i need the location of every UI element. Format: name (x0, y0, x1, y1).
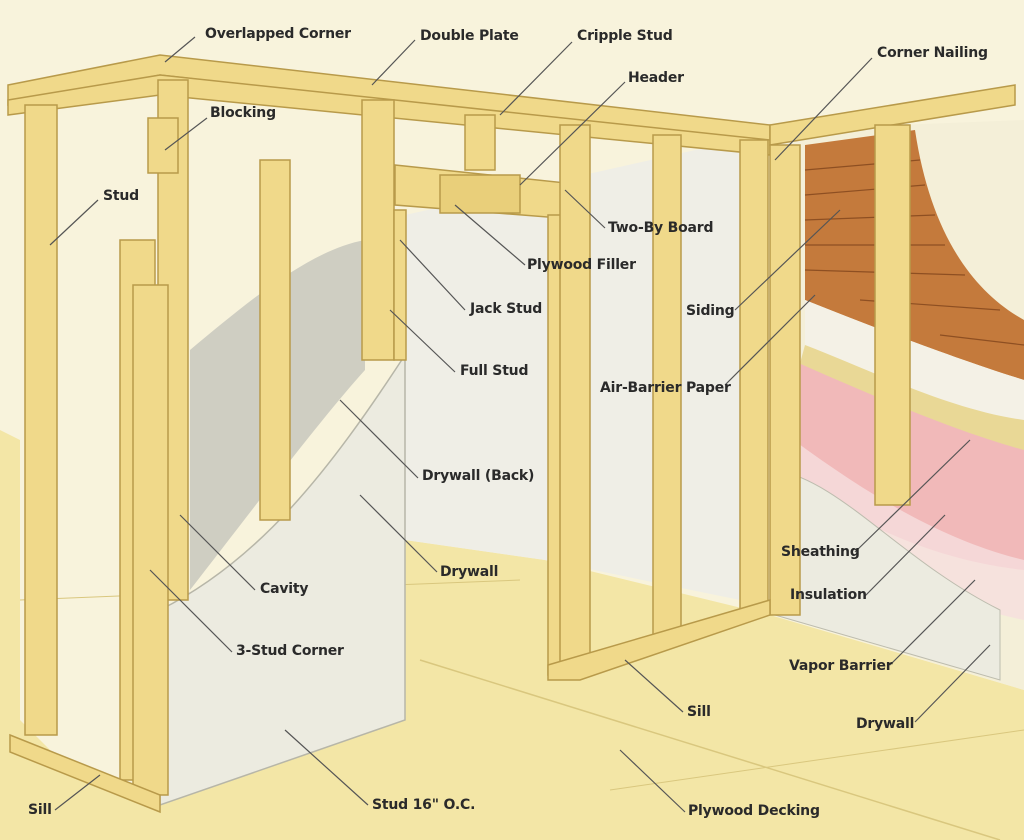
label-overlapped-corner: Overlapped Corner (205, 26, 351, 42)
label-drywall: Drywall (440, 564, 499, 580)
plywood-filler (439, 174, 521, 214)
sill (547, 598, 771, 681)
label-header: Header (628, 70, 684, 86)
vapor-barrier (780, 430, 1024, 620)
label-blocking: Blocking (210, 105, 276, 121)
label-two-by-board: Two-By Board (608, 220, 714, 236)
stud-16-oc (259, 159, 291, 521)
cripple-stud (464, 114, 496, 171)
label-jack-stud: Jack Stud (470, 301, 543, 317)
label-sheathing: Sheathing (781, 544, 860, 560)
label-plywood-filler: Plywood Filler (527, 257, 636, 273)
label-full-stud: Full Stud (460, 363, 529, 379)
label-siding: Siding (686, 303, 735, 319)
label-sill-door: Sill (687, 704, 711, 720)
left-sill (9, 733, 161, 814)
label-insulation: Insulation (790, 587, 867, 603)
label-drywall-right: Drywall (856, 716, 915, 732)
air-barrier-paper (805, 300, 1024, 420)
blocking (147, 117, 179, 174)
label-stud-16-oc: Stud 16" O.C. (372, 797, 476, 813)
plywood-decking-floor (0, 430, 1024, 840)
label-cripple-stud: Cripple Stud (577, 28, 673, 44)
label-plywood-decking: Plywood Decking (688, 803, 820, 819)
label-air-barrier-paper: Air-Barrier Paper (600, 380, 731, 396)
full-stud (361, 99, 395, 361)
label-double-plate: Double Plate (420, 28, 519, 44)
label-cavity: Cavity (260, 581, 309, 597)
label-stud: Stud (103, 188, 139, 204)
leader-lines (49, 36, 991, 813)
stud (24, 104, 58, 736)
right-drywall (774, 469, 1001, 681)
label-sill-left: Sill (28, 802, 52, 818)
label-corner-nailing: Corner Nailing (877, 45, 988, 61)
siding (805, 130, 1024, 380)
label-vapor-barrier: Vapor Barrier (789, 658, 893, 674)
right-top-plate (769, 84, 1016, 146)
corner-nailing-stud (769, 144, 801, 616)
jack-stud (393, 209, 407, 361)
label-3-stud-corner: 3-Stud Corner (236, 643, 344, 659)
label-drywall-back: Drywall (Back) (422, 468, 535, 484)
